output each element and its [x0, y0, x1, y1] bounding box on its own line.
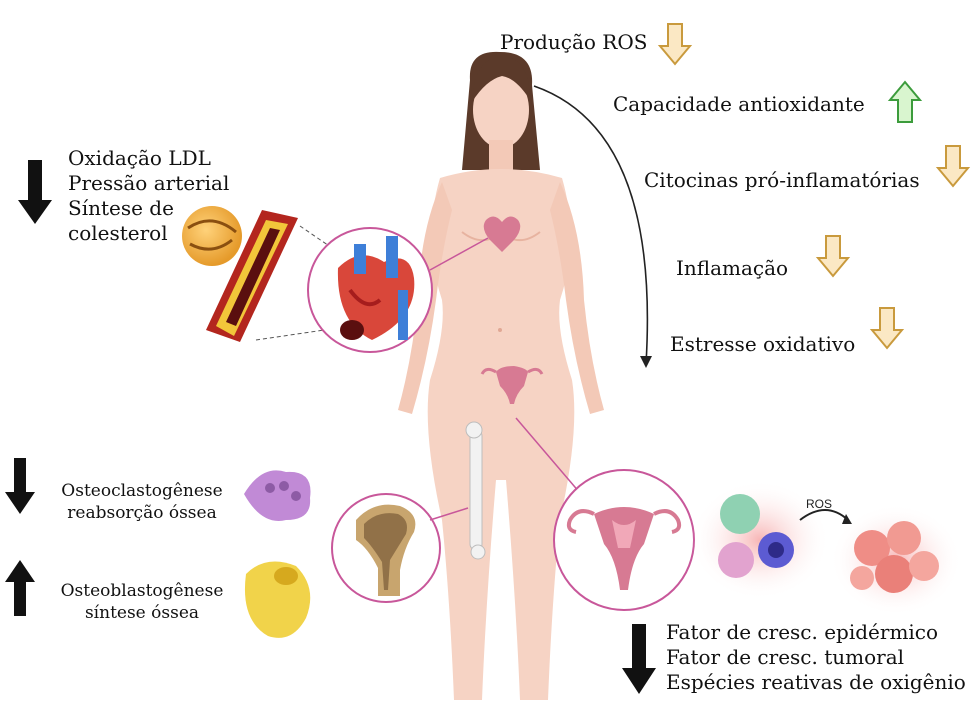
- heart-circle: [308, 228, 432, 352]
- uterus-list: Fator de cresc. epidérmico Fator de cres…: [666, 620, 966, 695]
- cardio-item: Oxidação LDL: [68, 146, 229, 171]
- osteoclast-cell-icon: [244, 470, 311, 521]
- osteoblast-up-arrow-icon: [5, 560, 35, 616]
- uterus-item: Fator de cresc. tumoral: [666, 645, 966, 670]
- osteoclast-down-arrow-icon: [5, 458, 35, 514]
- osteoblast-text: Osteoblastogênese síntese óssea: [42, 580, 242, 624]
- cardio-list: Oxidação LDL Pressão arterial Síntese de…: [68, 146, 229, 246]
- osteoblast-line2: síntese óssea: [42, 602, 242, 624]
- osteoclast-line1: Osteoclastogênese: [42, 480, 242, 502]
- antioxidant-up-arrow-icon: [890, 82, 920, 122]
- torso: [430, 169, 572, 380]
- uterus-down-arrow-icon: [622, 624, 656, 694]
- cardio-down-arrow-icon: [18, 160, 52, 224]
- ros-production-label: Produção ROS: [500, 30, 647, 55]
- oxidative-down-arrow-icon: [872, 308, 902, 348]
- cardio-item: Síntese de: [68, 196, 229, 221]
- osteoclast-line2: reabsorção óssea: [42, 502, 242, 524]
- uterus-item: Espécies reativas de oxigênio: [666, 670, 966, 695]
- ros-small-label: ROS: [806, 497, 832, 511]
- inflammation-label: Inflamação: [676, 256, 788, 281]
- antioxidant-capacity-label: Capacidade antioxidante: [613, 92, 865, 117]
- osteoclast-text: Osteoclastogênese reabsorção óssea: [42, 480, 242, 524]
- cardio-item: Pressão arterial: [68, 171, 229, 196]
- proinflammatory-cytokines-label: Citocinas pró-inflamatórias: [644, 168, 920, 193]
- uterus-circle: [554, 470, 694, 610]
- tumor-cells-icon: [830, 504, 962, 616]
- uterus-item: Fator de cresc. epidérmico: [666, 620, 966, 645]
- bone-circle: [332, 494, 440, 602]
- ros-down-arrow-icon: [660, 24, 690, 64]
- oxidative-stress-label: Estresse oxidativo: [670, 332, 855, 357]
- osteoblast-cell-icon: [245, 562, 310, 638]
- inflammation-down-arrow-icon: [818, 236, 848, 276]
- osteoblast-line1: Osteoblastogênese: [42, 580, 242, 602]
- cardio-item: colesterol: [68, 221, 229, 246]
- legs: [428, 380, 575, 700]
- cytokines-down-arrow-icon: [938, 146, 968, 186]
- woman-figure: [398, 52, 604, 700]
